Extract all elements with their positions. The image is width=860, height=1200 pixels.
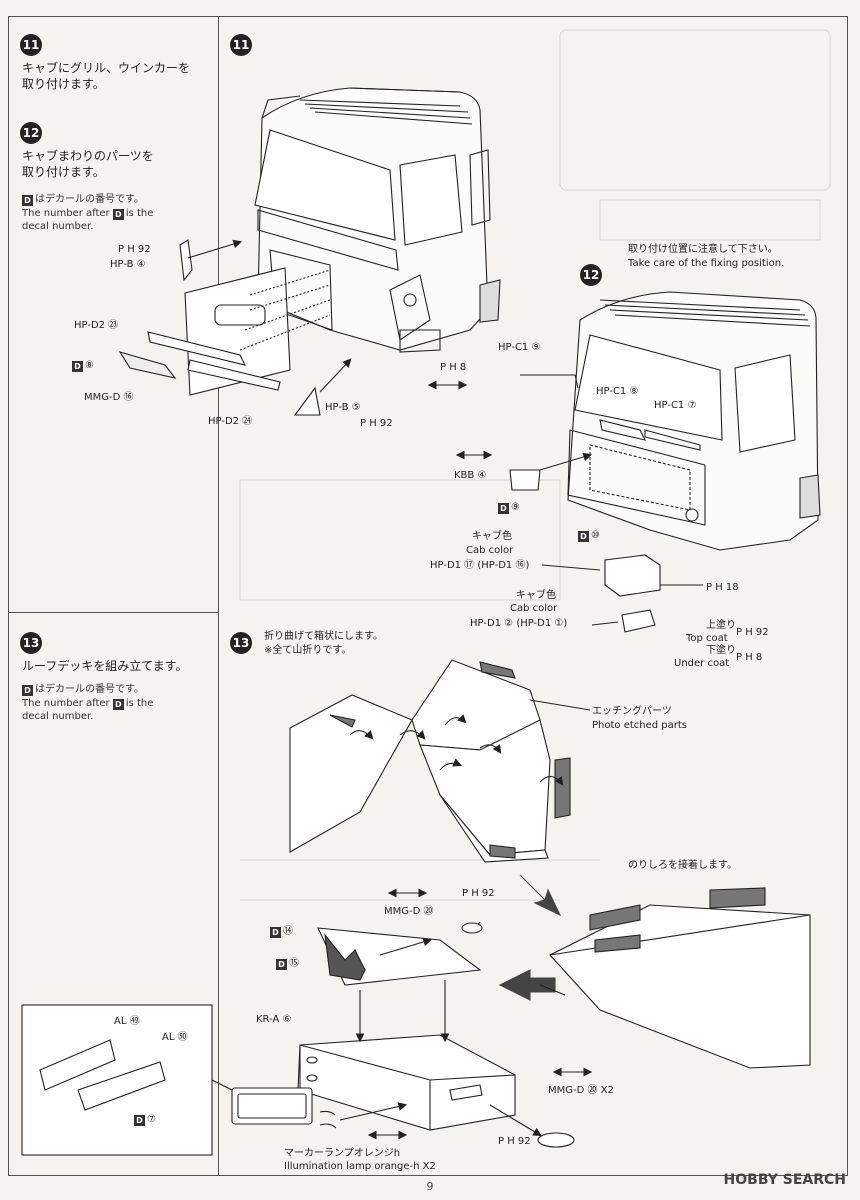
paint-ph18: P H 18	[706, 582, 739, 593]
decal-d-icon: D	[270, 927, 281, 938]
under-coat-jp: 下塗り	[706, 645, 736, 656]
cab-color-jp-b: キャブ色	[516, 590, 556, 601]
under-coat-paint: P H 8	[736, 652, 763, 663]
step-13-decal-note-3: decal number.	[22, 711, 94, 722]
etched-sheet	[289, 659, 571, 863]
decal-d-icon: D	[72, 361, 83, 372]
under-coat-en: Under coat	[674, 658, 730, 669]
hobby-search-watermark: HOBBY SEARCH	[723, 1172, 846, 1188]
column-divider	[218, 16, 219, 1176]
cab-step12	[455, 291, 821, 551]
decal-d-icon: D	[22, 685, 33, 696]
glue-tabs-note: のりしろを接着します。	[628, 860, 737, 871]
decal-note-jp: はデカールの番号です。	[35, 684, 144, 695]
decal-d-icon: D	[134, 1115, 145, 1126]
step-13-diagram-badge: 13	[230, 632, 252, 654]
decal-d15-num: ⑮	[289, 958, 299, 969]
page-number: 9	[426, 1180, 434, 1193]
decal-note-en-a: The number after	[22, 208, 110, 219]
part-hp-c1-9: HP-C1 ⑨	[498, 342, 541, 353]
decal-d7-num: ⑦	[147, 1114, 156, 1125]
decal-d-icon: D	[112, 209, 124, 220]
marker-lamp-jp: マーカーランプオレンジh	[284, 1148, 401, 1159]
etched-parts-jp: エッチングパーツ	[592, 706, 672, 717]
top-coat-paint: P H 92	[736, 627, 769, 638]
part-hp-d2-24: HP-D2 ㉔	[208, 416, 253, 427]
page-frame	[8, 16, 848, 1176]
part-mmg-d20-b: MMG-D ⑳ X2	[548, 1085, 614, 1096]
step-11-text-2: 取り付けます。	[22, 77, 105, 91]
decal-d-icon: D	[276, 959, 287, 970]
decal-note-jp: はデカールの番号です。	[35, 194, 144, 205]
step-13-badge: 13	[20, 632, 42, 654]
part-mmg-d20-a: MMG-D ⑳	[384, 906, 434, 917]
fixing-note-en: Take care of the fixing position.	[628, 258, 785, 269]
top-coat-jp: 上塗り	[706, 620, 736, 631]
step-13-text-1: ルーフデッキを組み立てます。	[22, 659, 188, 673]
part-hp-b4: HP-B ④	[110, 259, 146, 270]
cab-color-en-b: Cab color	[510, 603, 558, 614]
paint-ph92-c: P H 92	[462, 888, 495, 899]
part-kbb4: KBB ④	[454, 470, 487, 481]
decal-d9-num: ⑨	[511, 502, 520, 513]
part-hp-d1-17: HP-D1 ⑰ (HP-D1 ⑯)	[430, 560, 530, 571]
step-12-badge: 12	[20, 122, 42, 144]
part-al52: AL ㊾	[114, 1016, 140, 1027]
fold-note: ※全て山折りです。	[264, 645, 352, 656]
paint-ph92-a: P H 92	[118, 244, 151, 255]
paint-ph8: P H 8	[440, 362, 467, 373]
step-12-text-1: キャブまわりのパーツを	[22, 149, 154, 163]
cab-step11	[254, 87, 501, 353]
part-hp-d1-2: HP-D1 ② (HP-D1 ①)	[470, 618, 568, 629]
etched-parts-en: Photo etched parts	[592, 720, 688, 731]
cab-color-jp-a: キャブ色	[472, 531, 512, 542]
step-12-diagram-badge: 12	[580, 264, 602, 286]
decal-d-icon: D	[498, 503, 509, 514]
step-11-text-1: キャブにグリル、ウインカーを	[22, 61, 191, 75]
decal-d8-num: ⑧	[85, 360, 94, 371]
left-section-divider	[8, 612, 218, 613]
decal-note-en-a: The number after	[22, 698, 110, 709]
decal-d14-num: ⑭	[283, 926, 293, 937]
decal-d10-num: ⑩	[591, 530, 600, 541]
fixing-note-jp: 取り付け位置に注意して下さい。	[628, 244, 778, 255]
part-hp-c1-7: HP-C1 ⑦	[654, 400, 697, 411]
part-hp-c1-8: HP-C1 ⑧	[596, 386, 639, 397]
paint-ph92-b: P H 92	[360, 418, 393, 429]
step-12-decal-note-3: decal number.	[22, 221, 94, 232]
step-11-diagram-badge: 11	[230, 34, 252, 56]
part-hp-d2-23: HP-D2 ㉓	[74, 320, 119, 331]
part-kr-a6: KR-A ⑥	[256, 1014, 292, 1025]
part-hp-b5: HP-B ⑤	[325, 402, 361, 413]
step-12-text-2: 取り付けます。	[22, 165, 105, 179]
decal-d-icon: D	[578, 531, 589, 542]
top-coat-en: Top coat	[686, 633, 728, 644]
paint-ph92-d: P H 92	[498, 1136, 531, 1147]
step-11-badge: 11	[20, 34, 42, 56]
decal-d-icon: D	[112, 699, 124, 710]
cab-color-en-a: Cab color	[466, 545, 514, 556]
decal-note-en-b: is the	[125, 208, 154, 219]
part-al51: AL ㊿	[162, 1032, 188, 1043]
fold-instruction: 折り曲げて箱状にします。	[264, 631, 383, 642]
part-mmg-d16: MMG-D ⑯	[84, 392, 134, 403]
decal-d-icon: D	[22, 195, 33, 206]
marker-lamp-en: Illumination lamp orange-h X2	[284, 1161, 436, 1172]
decal-note-en-b: is the	[125, 698, 154, 709]
